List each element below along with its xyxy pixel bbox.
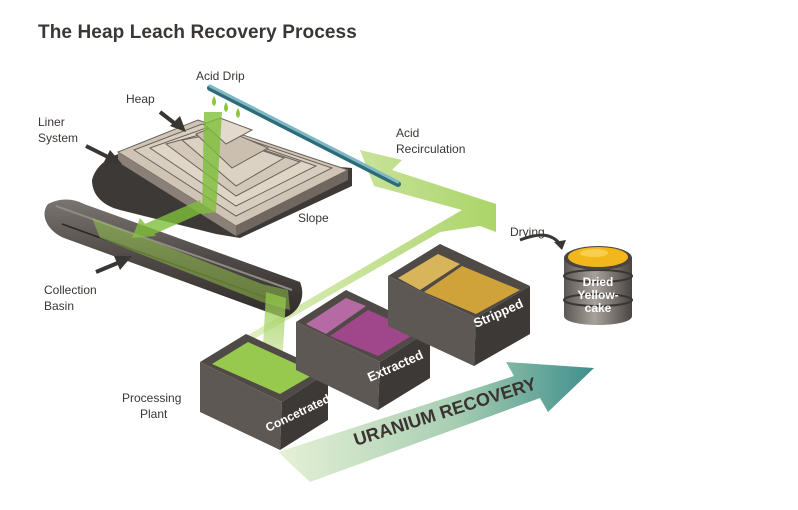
barrel-label-line2: Yellow-: [577, 288, 618, 302]
diagram-labels: Acid Drip Heap Liner System Acid Recircu…: [38, 69, 545, 421]
collection-basin: [44, 199, 303, 318]
heap-pointer-arrow: [158, 110, 186, 132]
tank-stripped: Stripped: [388, 244, 530, 366]
diagram-title: The Heap Leach Recovery Process: [38, 22, 357, 43]
acid-drop-icon: [236, 108, 240, 118]
drying-arrow: [519, 233, 566, 250]
label-processing-line2: Plant: [140, 407, 168, 421]
tank-concentrated: Concetrated: [200, 334, 332, 450]
label-collection-line2: Basin: [44, 299, 74, 313]
label-slope: Slope: [298, 211, 329, 225]
label-liner-line1: Liner: [38, 115, 65, 129]
tank-extracted: Extracted: [296, 290, 430, 410]
leach-seepage-flow: [92, 112, 290, 310]
label-acid-drip: Acid Drip: [196, 69, 245, 83]
acid-drip-pipe: [207, 84, 401, 187]
liner-pointer-arrow: [85, 144, 122, 164]
label-pointers: [85, 110, 186, 274]
label-collection-line1: Collection: [44, 283, 97, 297]
label-drying: Drying: [510, 225, 545, 239]
acid-drop-icon: [212, 96, 216, 106]
barrel-label-line1: Dried: [583, 275, 614, 289]
yellowcake-barrel: Dried Yellow- cake: [563, 246, 633, 325]
label-acid-recirc-line2: Recirculation: [396, 142, 465, 156]
barrel-label-line3: cake: [585, 301, 612, 315]
collection-pointer-arrow: [95, 256, 132, 274]
label-acid-recirc-line1: Acid: [396, 126, 419, 140]
label-liner-line2: System: [38, 131, 78, 145]
heap-pyramid: [116, 117, 350, 236]
label-heap: Heap: [126, 92, 155, 106]
label-processing-line1: Processing: [122, 391, 181, 405]
acid-drop-icon: [224, 102, 228, 112]
